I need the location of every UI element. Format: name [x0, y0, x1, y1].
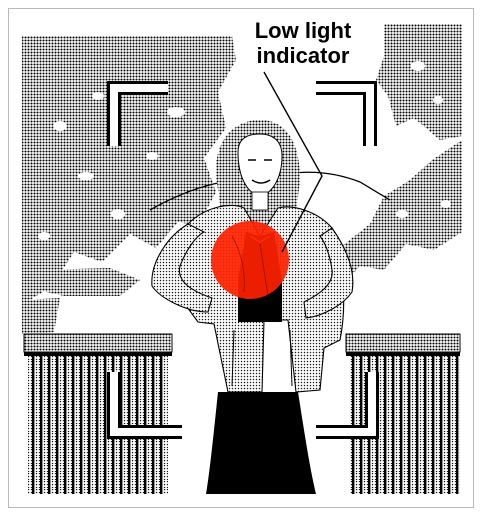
- callout-line-2: indicator: [228, 43, 378, 68]
- callout-line-1: Low light: [228, 18, 378, 43]
- low-light-indicator-dot-icon: [211, 221, 289, 299]
- railing-right: [346, 334, 460, 494]
- railing-left: [24, 334, 172, 494]
- callout-label: Low light indicator: [228, 18, 378, 68]
